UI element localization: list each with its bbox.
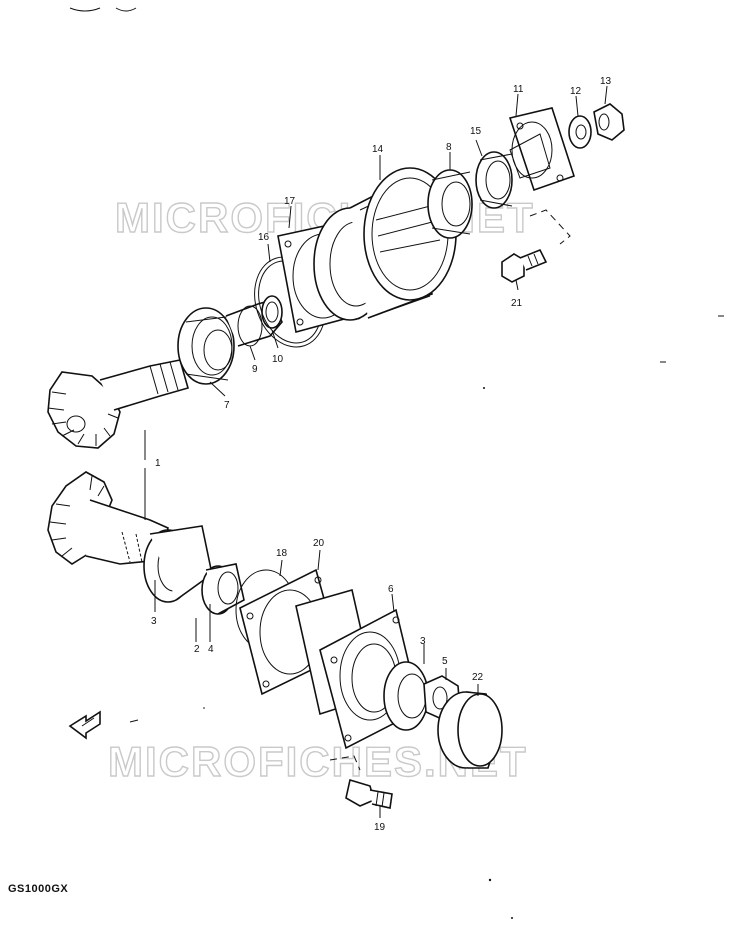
callout-20: 20 (313, 538, 325, 549)
upper-assembly (47, 103, 625, 449)
callout-2: 2 (194, 644, 200, 655)
bearing-8 (427, 169, 473, 239)
callout-17: 17 (284, 196, 296, 207)
callout-19: 19 (374, 822, 386, 833)
bolt-21 (501, 248, 548, 283)
callout-21: 21 (511, 298, 523, 309)
front-arrow-icon (68, 710, 101, 740)
cap-22 (437, 691, 503, 769)
callout-15: 15 (470, 126, 482, 137)
callout-1: 1 (155, 458, 161, 469)
callout-7: 7 (224, 400, 230, 411)
callout-14: 14 (372, 144, 384, 155)
bearing-3-right (383, 661, 429, 731)
bearing-3-lower (143, 525, 213, 603)
model-code-label: GS1000GX (8, 883, 69, 895)
callout-22: 22 (472, 672, 484, 683)
lower-assembly (47, 471, 503, 809)
flange-11 (508, 107, 576, 192)
leader-lines (144, 85, 608, 818)
bearing-7 (177, 307, 235, 385)
callout-12: 12 (570, 86, 582, 97)
callout-3b: 3 (420, 636, 426, 647)
callout-6: 6 (388, 584, 394, 595)
callout-8: 8 (446, 142, 452, 153)
callout-18: 18 (276, 548, 288, 559)
drive-bevel-gear (47, 359, 189, 449)
shim-10 (261, 295, 283, 329)
callout-16: 16 (258, 232, 270, 243)
callout-3a: 3 (151, 616, 157, 627)
callout-4: 4 (208, 644, 214, 655)
callout-11: 11 (513, 84, 524, 95)
scan-mark (115, 7, 137, 12)
scan-mark (69, 7, 101, 12)
alignment-dash (529, 209, 571, 245)
washer-12 (568, 115, 592, 149)
callout-numbers: 1 2 3 3 4 5 6 7 8 9 10 11 12 13 14 15 16… (151, 76, 612, 833)
collar-4 (201, 563, 245, 615)
callout-10: 10 (272, 354, 284, 365)
scan-specks (129, 315, 724, 919)
bolt-19 (345, 778, 393, 809)
callout-13: 13 (600, 76, 612, 87)
bearing-15 (475, 151, 513, 209)
washer-12-hole (575, 124, 587, 140)
shim-10-inner (265, 301, 279, 323)
callout-9: 9 (252, 364, 258, 375)
callout-5: 5 (442, 656, 448, 667)
nut-13 (593, 103, 625, 141)
alignment-dash-lower (329, 755, 361, 771)
